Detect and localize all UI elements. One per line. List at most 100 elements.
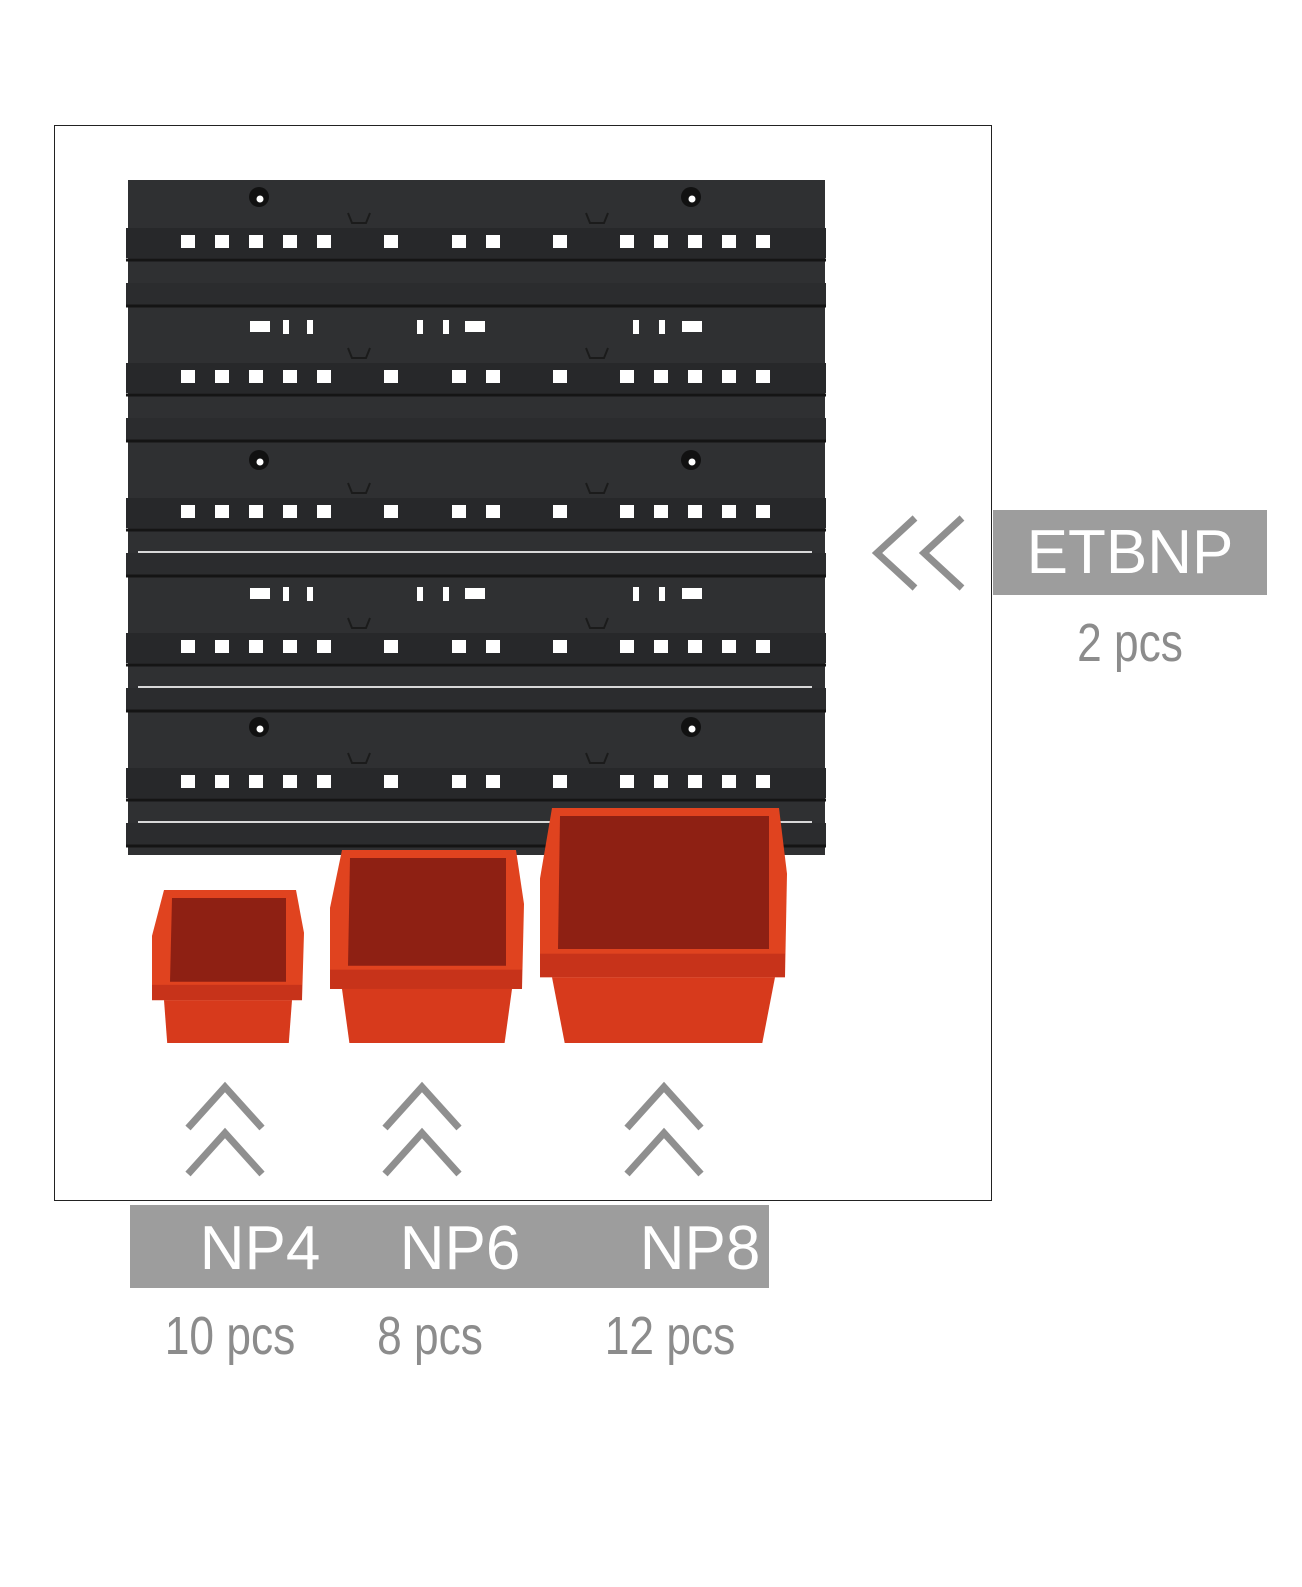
- square-hole: [722, 370, 736, 383]
- slot-narrow: [633, 587, 639, 601]
- double-chevron-up-icon: [382, 1081, 462, 1177]
- notch: [585, 347, 609, 359]
- square-hole: [722, 775, 736, 788]
- slot-wide: [682, 588, 702, 599]
- notch: [585, 482, 609, 494]
- square-hole: [620, 640, 634, 653]
- square-hole: [283, 370, 297, 383]
- square-hole: [317, 640, 331, 653]
- slot-wide: [250, 588, 270, 599]
- bin-np4: [152, 890, 304, 1043]
- square-hole: [688, 640, 702, 653]
- slot-narrow: [443, 320, 449, 334]
- square-hole: [181, 775, 195, 788]
- square-hole: [384, 235, 398, 248]
- square-hole: [452, 505, 466, 518]
- wall-panel: [126, 180, 826, 855]
- bin-name-np8: NP8: [639, 1214, 761, 1283]
- slot-narrow: [283, 320, 289, 334]
- chevron: [185, 1127, 265, 1177]
- square-hole: [181, 235, 195, 248]
- panel-quantity: 2 pcs: [1077, 613, 1183, 673]
- panel-rail: [126, 363, 826, 393]
- square-hole: [283, 640, 297, 653]
- bin-name-np6: NP6: [399, 1214, 521, 1283]
- square-hole: [553, 775, 567, 788]
- panel-rail: [126, 418, 826, 440]
- bin-np8: [540, 808, 787, 1043]
- notch: [585, 617, 609, 629]
- notch: [347, 617, 371, 629]
- panel-label: ETBNP: [993, 510, 1267, 595]
- bin-base: [342, 988, 512, 1043]
- square-hole: [620, 370, 634, 383]
- bin-lip: [540, 953, 785, 978]
- panel-rail: [126, 768, 826, 798]
- notch: [347, 212, 371, 224]
- panel-rail: [126, 498, 826, 528]
- square-hole: [688, 505, 702, 518]
- square-hole: [452, 370, 466, 383]
- chevron: [185, 1081, 265, 1131]
- square-hole: [215, 505, 229, 518]
- mount-hole-light: [256, 458, 264, 466]
- notch: [347, 482, 371, 494]
- bins-label-bar: NP4 NP6 NP8: [130, 1205, 769, 1288]
- slot-narrow: [417, 587, 423, 601]
- square-hole: [756, 640, 770, 653]
- square-hole: [553, 235, 567, 248]
- square-hole: [722, 505, 736, 518]
- panel-rail: [126, 633, 826, 663]
- square-hole: [620, 505, 634, 518]
- bin-interior: [348, 858, 506, 966]
- square-hole: [249, 235, 263, 248]
- chevron: [624, 1081, 704, 1131]
- mount-hole-light: [688, 458, 696, 466]
- mount-hole-light: [256, 725, 264, 733]
- square-hole: [756, 235, 770, 248]
- square-hole: [486, 370, 500, 383]
- panel-name: ETBNP: [1026, 518, 1234, 587]
- square-hole: [384, 640, 398, 653]
- square-hole: [654, 640, 668, 653]
- square-hole: [654, 775, 668, 788]
- square-hole: [384, 370, 398, 383]
- square-hole: [654, 505, 668, 518]
- square-hole: [688, 370, 702, 383]
- square-hole: [452, 775, 466, 788]
- slot-narrow: [307, 320, 313, 334]
- panel-rail: [126, 283, 826, 305]
- slot-wide: [465, 588, 485, 599]
- square-hole: [249, 370, 263, 383]
- square-hole: [553, 370, 567, 383]
- square-hole: [215, 370, 229, 383]
- square-hole: [283, 505, 297, 518]
- slot-narrow: [283, 587, 289, 601]
- chevron: [624, 1127, 704, 1177]
- square-hole: [283, 775, 297, 788]
- square-hole: [181, 505, 195, 518]
- square-hole: [722, 640, 736, 653]
- bins: [152, 808, 787, 1043]
- square-hole: [486, 505, 500, 518]
- square-hole: [249, 640, 263, 653]
- slot-wide: [682, 321, 702, 332]
- square-hole: [317, 235, 331, 248]
- square-hole: [181, 640, 195, 653]
- square-hole: [486, 235, 500, 248]
- panel-rail: [126, 688, 826, 710]
- square-hole: [452, 640, 466, 653]
- square-hole: [620, 235, 634, 248]
- bin-interior: [170, 898, 286, 982]
- slot-narrow: [633, 320, 639, 334]
- product-frame: [54, 125, 992, 1201]
- square-hole: [181, 370, 195, 383]
- square-hole: [620, 775, 634, 788]
- square-hole: [249, 505, 263, 518]
- square-hole: [688, 235, 702, 248]
- bin-interior: [558, 816, 769, 949]
- square-hole: [722, 235, 736, 248]
- square-hole: [215, 235, 229, 248]
- double-chevron-up-icon: [185, 1081, 265, 1177]
